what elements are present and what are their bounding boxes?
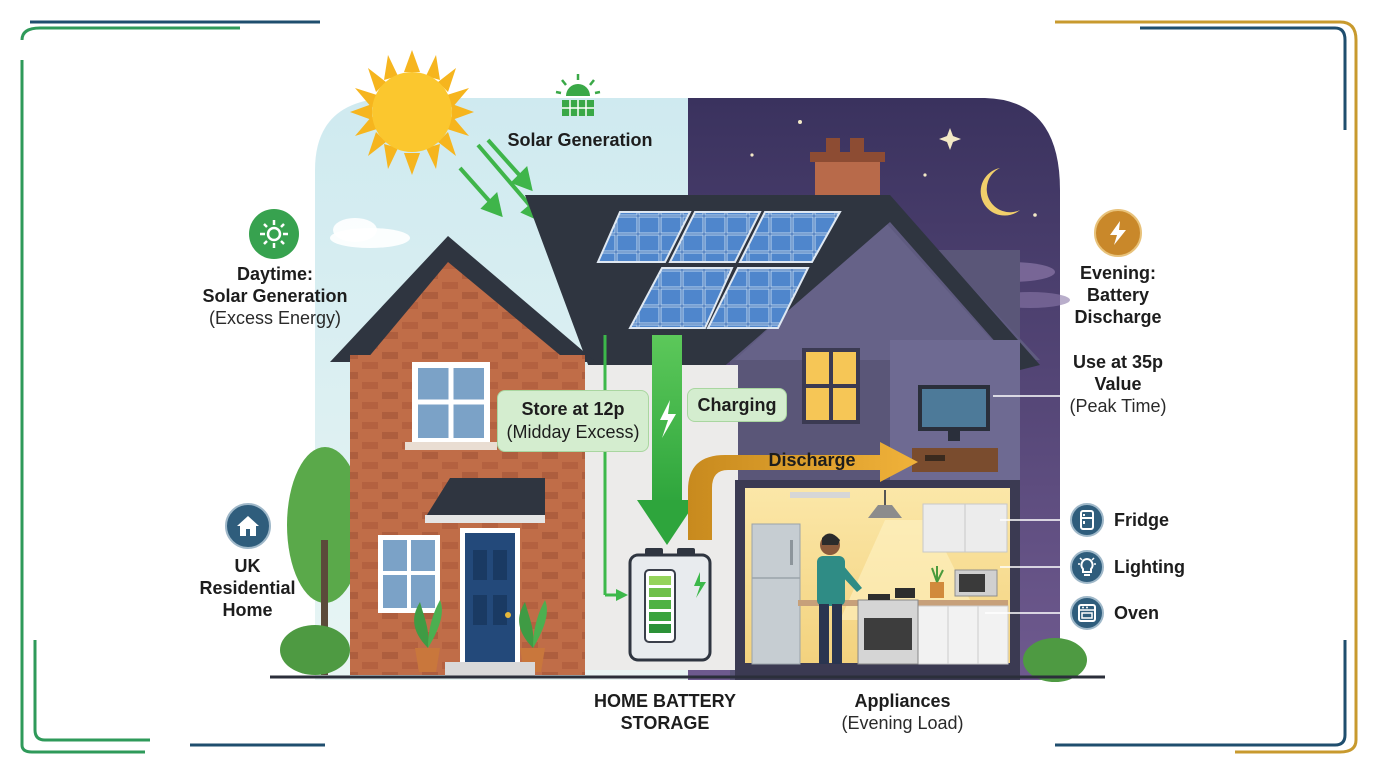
discharge-flow <box>688 442 918 540</box>
fridge-badge-icon <box>1070 503 1104 537</box>
sun-icon <box>350 50 474 175</box>
daytime-subtitle: Solar Generation <box>202 286 348 306</box>
charging-label: Charging <box>697 395 777 415</box>
use-title-1: Use at 35p <box>1072 352 1164 372</box>
appliance-label: Lighting <box>1114 556 1185 577</box>
charging-flow <box>603 335 697 601</box>
moon-icon <box>980 168 1020 216</box>
person-cooking <box>817 533 862 664</box>
store-callout: Store at 12p (Midday Excess) <box>497 390 649 452</box>
solar-panel-icon <box>552 70 604 122</box>
appliances-note: (Evening Load) <box>841 713 964 733</box>
appliance-label: Fridge <box>1114 509 1170 530</box>
appliance-oven: Oven <box>1070 596 1159 630</box>
frame-decoration <box>20 20 1358 754</box>
lightning-badge-icon <box>1094 209 1142 257</box>
appliance-lighting: Lighting <box>1070 550 1185 584</box>
sun-badge-icon <box>249 209 299 259</box>
solar-generation-label: Solar Generation <box>507 130 653 150</box>
evening-title-1: Evening: <box>1079 263 1156 283</box>
evening-title-2: Battery <box>1086 285 1150 305</box>
store-title: Store at 12p <box>521 399 625 419</box>
tree <box>287 447 363 603</box>
lightbulb-badge-icon <box>1070 550 1104 584</box>
home-title-1: UK <box>234 556 261 576</box>
appliance-label: Oven <box>1114 602 1160 623</box>
battery-title-2: STORAGE <box>620 713 710 733</box>
use-note: (Peak Time) <box>1069 396 1167 416</box>
battery-icon <box>628 548 712 662</box>
appliances-title: Appliances <box>854 691 951 711</box>
oven-badge-icon <box>1070 596 1104 630</box>
discharge-label: Discharge <box>768 450 856 470</box>
appliance-fridge: Fridge <box>1070 503 1169 537</box>
store-note: (Midday Excess) <box>506 422 640 442</box>
home-icon <box>225 503 271 549</box>
battery-title-1: HOME BATTERY <box>594 691 736 711</box>
evening-title-3: Discharge <box>1074 307 1162 327</box>
charging-callout: Charging <box>687 388 787 422</box>
daytime-title: Daytime: <box>236 264 314 284</box>
daytime-note: (Excess Energy) <box>208 308 342 328</box>
home-title-3: Home <box>222 600 273 620</box>
solar-panels <box>596 211 842 329</box>
front-door <box>465 533 515 663</box>
appliance-connectors <box>985 519 1068 614</box>
use-title-2: Value <box>1094 374 1142 394</box>
home-title-2: Residential <box>199 578 296 598</box>
